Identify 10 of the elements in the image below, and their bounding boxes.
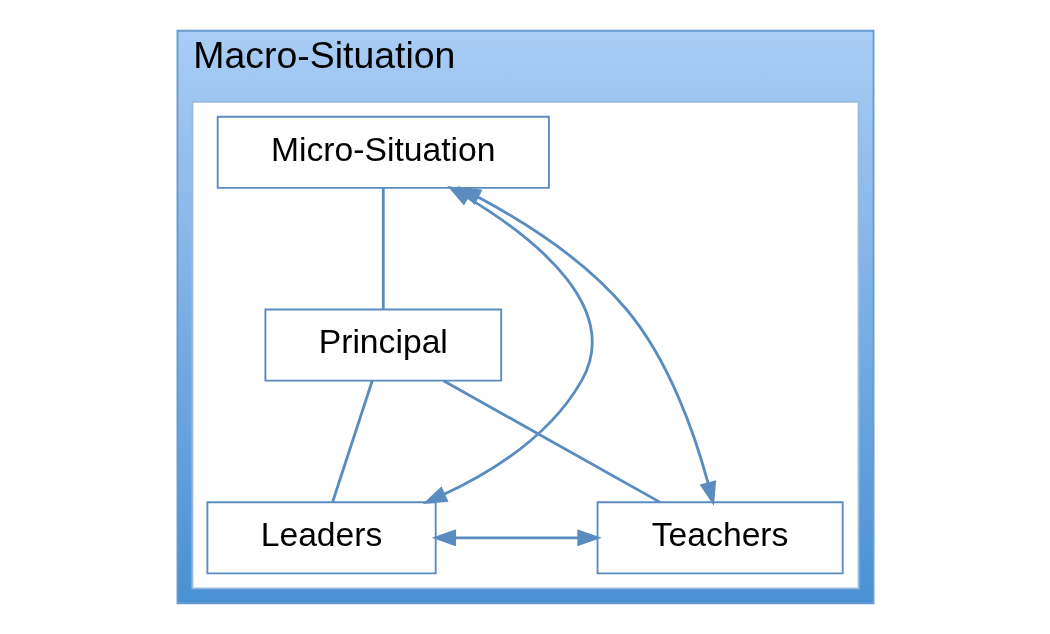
connector [381,188,385,310]
node-box: Principal [263,308,502,382]
cluster [191,100,859,590]
arrow [431,529,602,547]
node-box: Teachers [596,501,844,575]
node-box: Leaders [205,501,437,575]
connector [330,380,374,503]
connector [442,379,661,504]
arrow [456,186,716,506]
node-box: Micro-Situation [216,115,550,189]
